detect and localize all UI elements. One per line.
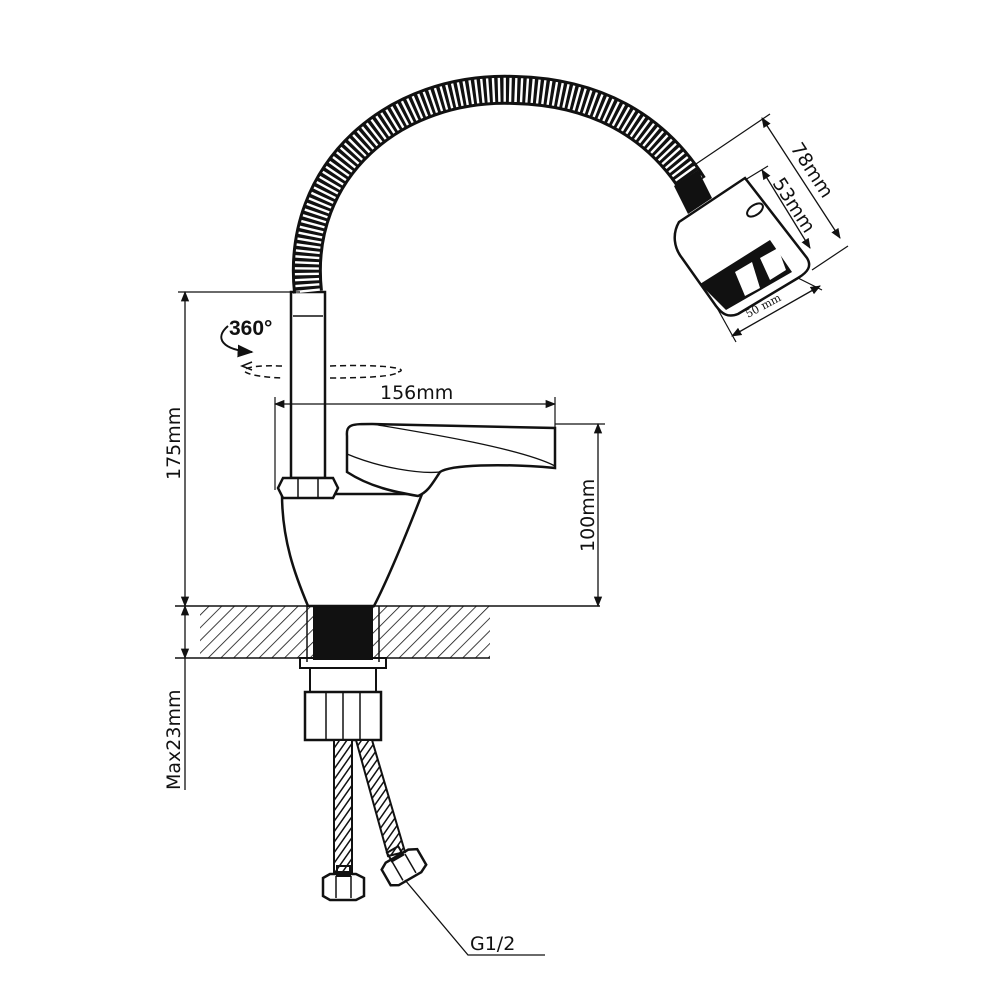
supply-hoses <box>321 739 428 902</box>
dim-156: 156mm <box>273 382 557 490</box>
thread-callout: G1/2 <box>404 879 545 956</box>
dim-175: 175mm <box>163 290 300 608</box>
thread-label: G1/2 <box>470 933 515 955</box>
flexible-spout-hose <box>291 74 706 294</box>
rotation-label: 360° <box>229 317 272 340</box>
dim-max23: Max23mm <box>163 604 190 790</box>
dim-156-label: 156mm <box>380 382 453 404</box>
rotation-indicator: 360° <box>220 317 402 379</box>
dim-100-label: 100mm <box>577 479 599 552</box>
dim-100: 100mm <box>555 422 605 608</box>
right-hose-nut <box>380 844 428 887</box>
dim-max23-label: Max23mm <box>163 690 185 790</box>
mounting-nut <box>299 657 387 742</box>
dim-175-label: 175mm <box>163 407 185 480</box>
countertop <box>175 605 600 662</box>
faucet-body <box>276 290 557 608</box>
left-hose-nut <box>321 865 366 902</box>
